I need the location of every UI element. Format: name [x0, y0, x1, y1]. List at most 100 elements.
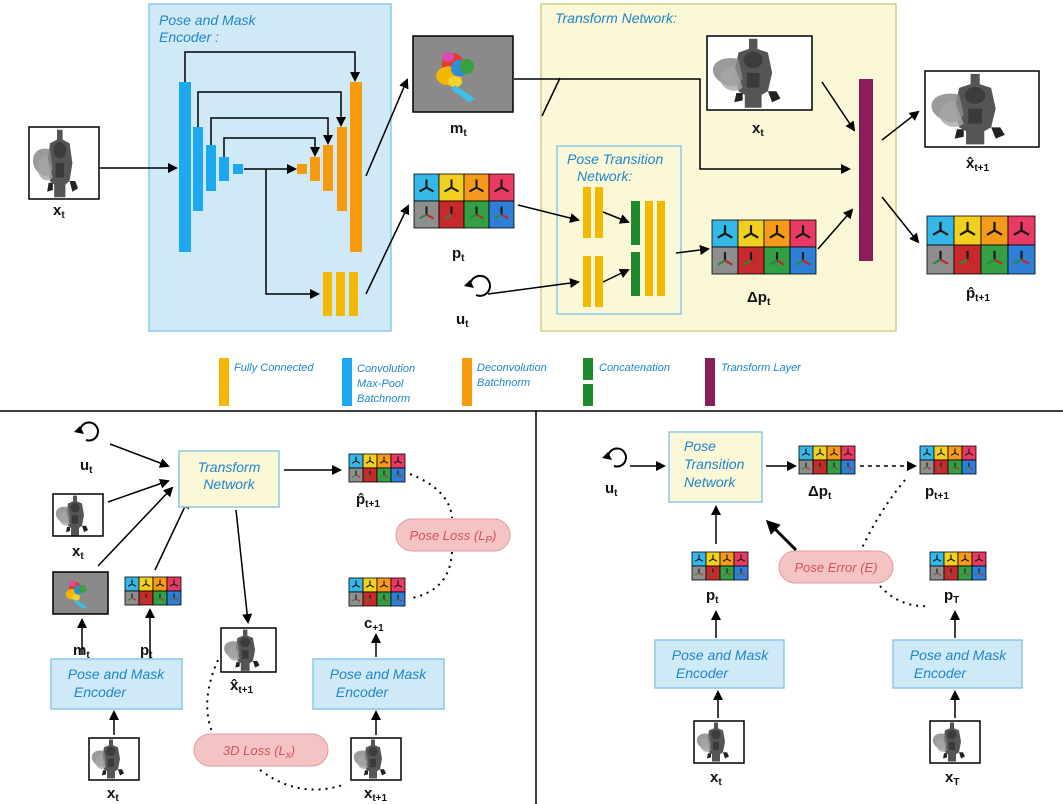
pose-glyph-spoke: [379, 598, 385, 602]
br-encoder-right-line1: Pose and Mask: [910, 647, 1007, 663]
pose-glyph-spoke: [959, 258, 969, 265]
pose-glyph-spoke: [932, 572, 938, 576]
pose-glyph-spoke: [815, 452, 821, 456]
br-pose-grid-dpt: [798, 445, 856, 475]
br-action-icon-ut: [602, 447, 627, 468]
pose-glyph-spoke: [419, 213, 428, 220]
legend-label-conv-3: Batchnorm: [357, 393, 410, 405]
bl-encoder-left-line2: Encoder: [74, 684, 127, 700]
pose-glyph-spoke: [355, 474, 361, 478]
br-error-arrow: [765, 519, 798, 552]
arrow-xt-to-transform: [821, 81, 856, 132]
bl-3d-loss-dotted: [206, 659, 219, 733]
pose-glyph-spoke: [365, 460, 371, 464]
legend-label-conv-2: Max-Pool: [357, 378, 404, 390]
bl-label-ut: ut: [80, 457, 93, 476]
pose-glyph-spoke: [141, 597, 147, 601]
pose-glyph-spoke: [736, 572, 742, 576]
pose-glyph-spoke: [369, 460, 375, 464]
bl-encoder-left-line1: Pose and Mask: [68, 666, 165, 682]
bl-image-xt-bottom: [89, 738, 139, 780]
pose-glyph-spoke: [964, 572, 970, 576]
pose-glyph-spoke: [726, 558, 732, 562]
pose-glyph-spoke: [805, 452, 811, 456]
fc-layer: [583, 256, 591, 307]
pose-glyph-spoke: [393, 598, 399, 602]
pose-glyph-spoke: [369, 474, 375, 478]
legend-swatch-conv: [342, 358, 352, 406]
pose-glyph-spoke: [397, 598, 403, 602]
bl-label-pt: pt: [140, 642, 153, 661]
action-icon-ut: [464, 274, 491, 297]
pose-glyph-spoke: [726, 572, 732, 576]
pose-glyph-spoke: [351, 460, 357, 464]
pose-glyph-spoke: [1020, 229, 1030, 236]
pose-glyph-spoke: [968, 452, 974, 456]
pose-glyph-spoke: [450, 213, 459, 220]
pose-glyph-spoke: [940, 452, 946, 456]
pose-glyph-spoke: [131, 597, 137, 601]
bl-mask-mt: [53, 572, 108, 615]
pose-glyph-spoke: [369, 598, 375, 602]
concat-layer: [631, 201, 640, 245]
pose-glyph-spoke: [954, 452, 960, 456]
legend-swatch-transform: [705, 358, 715, 406]
label-xt-input: xt: [53, 202, 65, 221]
legend-label-conv-1: Convolution: [357, 363, 415, 375]
deconv-layer: [297, 164, 307, 174]
pose-glyph-spoke: [950, 466, 956, 470]
mask-image-frame: [412, 35, 514, 113]
transform-layer: [859, 79, 873, 261]
pose-glyph-spoke: [974, 572, 980, 576]
br-encoder-right-box: [892, 639, 1023, 689]
br-image-xT: [930, 721, 980, 763]
br-label-xt: xt: [710, 769, 722, 788]
pose-glyph-spoke: [712, 558, 718, 562]
br-label-pT: pT: [944, 587, 959, 606]
br-pose-grid-pt1: [919, 445, 977, 475]
pose-glyph-spoke: [155, 583, 161, 587]
pose-glyph-spoke: [1013, 258, 1023, 265]
pose-glyph-spoke: [383, 584, 389, 588]
pose-glyph-spoke: [959, 229, 969, 236]
arrow-to-xhat: [881, 110, 920, 141]
pose-glyph-spoke: [750, 232, 759, 239]
bl-pose-grid-pt: [124, 576, 182, 606]
label-mt: mt: [450, 120, 467, 139]
pose-glyph-spoke: [494, 186, 503, 193]
pose-glyph-spoke: [936, 452, 942, 456]
bl-encoder-right-line2: Encoder: [336, 684, 389, 700]
bl-mask-frame: [52, 571, 109, 615]
bl-label-xt1-bottom: xt+1: [364, 785, 388, 804]
label-xt-transform: xt: [752, 120, 764, 139]
pose-glyph-spoke: [717, 232, 726, 239]
br-label-pt: pt: [706, 587, 719, 606]
pose-glyph-spoke: [469, 213, 478, 220]
pose-glyph-spoke: [964, 558, 970, 562]
pose-glyph-spoke: [383, 474, 389, 478]
pose-glyph-spoke: [736, 558, 742, 562]
pose-glyph-spoke: [365, 474, 371, 478]
pose-glyph-spoke: [926, 466, 932, 470]
pose-glyph-spoke: [805, 466, 811, 470]
pose-glyph-spoke: [743, 232, 752, 239]
bl-image-xt-frame: [52, 493, 104, 537]
pose-glyph-spoke: [936, 466, 942, 470]
pose-glyph-spoke: [743, 259, 752, 266]
pose-glyph-spoke: [936, 558, 942, 562]
pose-glyph-spoke: [950, 572, 956, 576]
label-xhat-t1: x̂t+1: [966, 155, 990, 174]
pose-glyph-spoke: [776, 259, 785, 266]
pose-glyph-spoke: [946, 572, 952, 576]
arrow-dpt-to-transform: [817, 208, 854, 250]
image-xt-transform-frame: [706, 35, 813, 111]
pose-grid-pt: [413, 173, 515, 229]
pose-glyph-spoke: [724, 259, 733, 266]
pose-glyph-spoke: [173, 583, 179, 587]
pose-glyph-spoke: [419, 186, 428, 193]
legend-swatch-concat: [583, 384, 593, 406]
pose-glyph-spoke: [950, 558, 956, 562]
encoder-title-line1: Pose and Mask: [159, 12, 256, 28]
br-image-xt-frame: [693, 720, 745, 764]
